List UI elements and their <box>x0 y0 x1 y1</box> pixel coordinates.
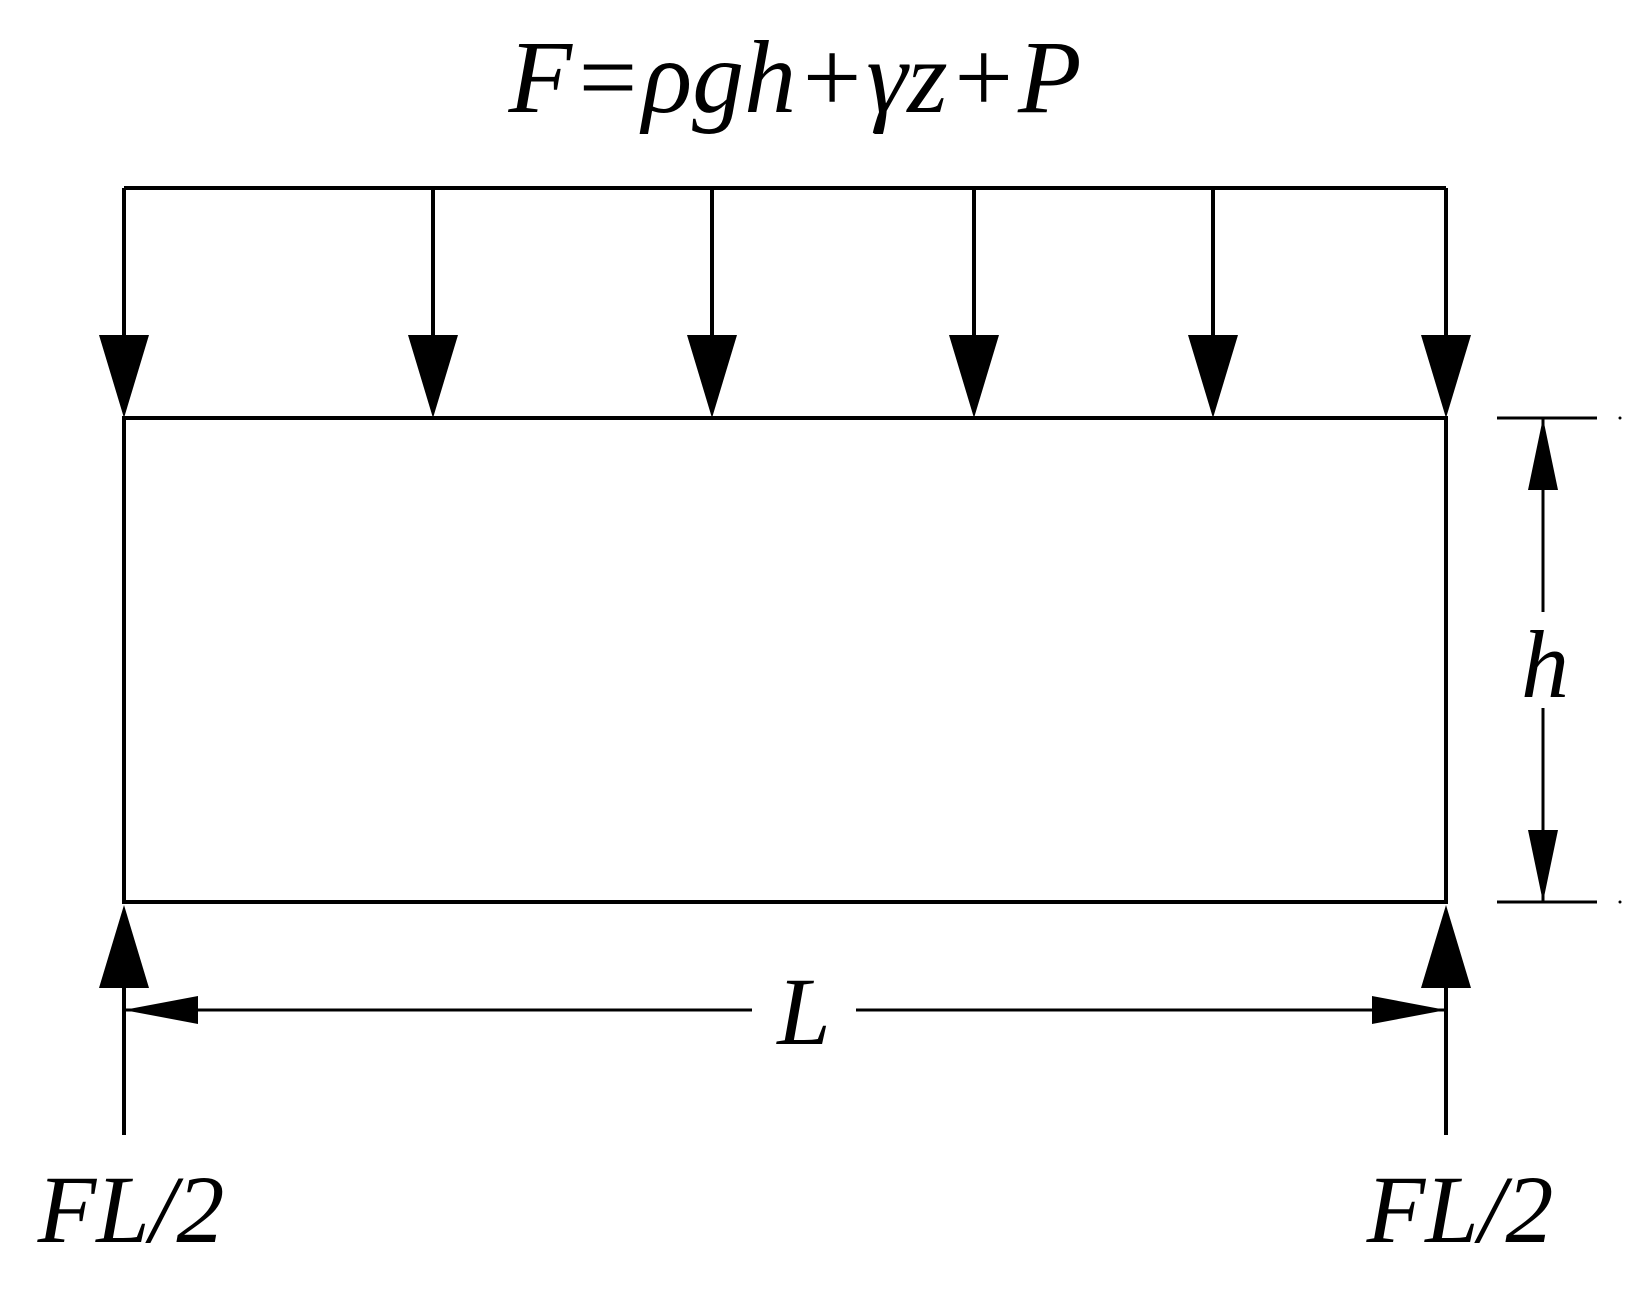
height-label: h <box>1521 611 1569 718</box>
load-arrow-6 <box>1421 188 1471 418</box>
left-reaction-arrow <box>99 905 149 988</box>
length-label: L <box>775 958 830 1065</box>
distributed-load <box>99 186 1471 418</box>
right-reaction: FL/2 <box>1366 905 1554 1263</box>
right-reaction-arrow <box>1421 905 1471 988</box>
load-arrow-4 <box>949 188 999 418</box>
length-dimension: L <box>124 958 1446 1065</box>
right-reaction-label: FL/2 <box>1366 1156 1554 1263</box>
length-arrow-right <box>1372 996 1446 1024</box>
load-arrow-3 <box>687 188 737 418</box>
height-arrow-down <box>1528 830 1558 902</box>
left-reaction: FL/2 <box>37 905 225 1263</box>
left-reaction-label: FL/2 <box>37 1156 225 1263</box>
load-arrow-2 <box>408 188 458 418</box>
load-arrow-5 <box>1188 188 1238 418</box>
length-arrow-left <box>124 996 198 1024</box>
beam-body <box>122 416 1448 904</box>
load-formula: F=ρgh+γz+P <box>508 20 1082 135</box>
height-dimension: h <box>1497 416 1622 904</box>
load-arrow-1 <box>99 188 149 418</box>
height-arrow-up <box>1528 418 1558 490</box>
